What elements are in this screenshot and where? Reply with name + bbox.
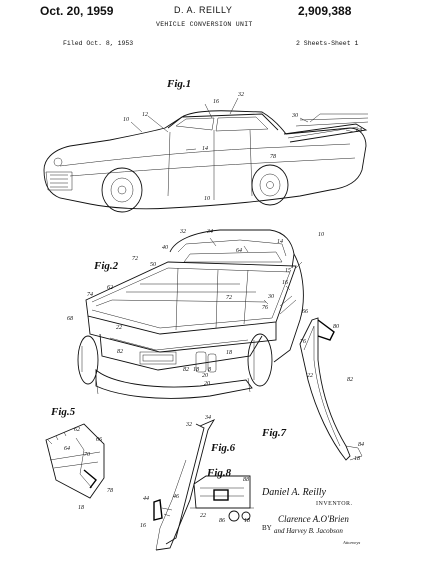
fig1-ref: 12 [142, 112, 148, 118]
fig5-detail [45, 423, 105, 499]
by-label: BY [262, 524, 272, 532]
filed-date: Filed Oct. 8, 1953 [63, 40, 134, 47]
fig7-ref: 18 [354, 456, 360, 462]
fig5-ref: 18 [78, 505, 84, 511]
fig2-ref: 32 [180, 229, 186, 235]
attorneys-label: Attorneys [343, 540, 361, 545]
fig1-ref: 16 [213, 99, 219, 105]
fig1-ref: 78 [270, 154, 276, 160]
fig5-ref: 70 [84, 452, 90, 458]
fig2-ref: 18 [226, 350, 232, 356]
fig2-ref: 18 [193, 367, 199, 373]
fig8-detail [190, 475, 254, 522]
fig8-ref: 86 [219, 518, 225, 524]
fig1-ref: 14 [202, 146, 208, 152]
fig2-ref: 72 [226, 295, 232, 301]
patent-number: 2,909,388 [298, 4, 352, 18]
fig2-ref: 15 [285, 268, 291, 274]
fig2-ref: 50 [150, 262, 156, 268]
fig8-label: Fig.8 [207, 467, 232, 479]
fig2-ref: 72 [132, 256, 138, 262]
fig2-ref: 22 [116, 325, 122, 331]
fig7-ref: 84 [358, 442, 364, 448]
fig2-rear-drawing [77, 229, 304, 399]
fig2-ref: 8 [208, 367, 211, 373]
fig6-ref: 44 [143, 496, 149, 502]
fig1-car-drawing [43, 97, 369, 213]
fig2-ref: 74 [87, 292, 93, 298]
fig5-label: Fig.5 [51, 406, 76, 418]
fig1-ref: 30 [292, 113, 298, 119]
fig5-ref: 64 [64, 446, 70, 452]
fig7-label: Fig.7 [262, 427, 287, 439]
patent-title: VEHICLE CONVERSION UNIT [156, 21, 253, 28]
fig8-ref: 18 [244, 518, 250, 524]
fig7-detail [299, 317, 363, 461]
fig2-ref: 34 [207, 229, 213, 235]
fig7-ref: 76 [300, 339, 306, 345]
sheet-count: 2 Sheets-Sheet 1 [296, 40, 359, 47]
fig8-ref: 88 [243, 477, 249, 483]
fig2-ref: 16 [282, 280, 288, 286]
inventor-role: INVENTOR. [316, 501, 353, 507]
fig1-label: Fig.1 [167, 78, 192, 90]
fig8-ref: 22 [200, 513, 206, 519]
fig2-ref: 68 [67, 316, 73, 322]
fig7-ref: 66 [302, 309, 308, 315]
fig2-label: Fig.2 [94, 260, 119, 272]
fig2-ref: 82 [117, 349, 123, 355]
fig2-ref: 20 [204, 381, 210, 387]
fig2-ref: 40 [162, 245, 168, 251]
attorney-signature-1: Clarence A.O'Brien [278, 514, 349, 524]
fig6-ref: 32 [186, 422, 192, 428]
fig6-detail [153, 419, 216, 551]
fig1-ref: 68 [356, 128, 362, 134]
fig7-ref: 22 [307, 373, 313, 379]
fig1-ref: 10 [204, 196, 210, 202]
fig5-ref: 66 [96, 437, 102, 443]
fig2-ref: 10 [318, 232, 324, 238]
fig7-ref: 82 [347, 377, 353, 383]
fig2-ref: 62 [107, 285, 113, 291]
fig2-ref: 30 [268, 294, 274, 300]
fig2-ref: 64 [236, 248, 242, 254]
fig7-ref: 80 [333, 324, 339, 330]
attorney-signature-2: and Harvey B. Jacobson [274, 527, 343, 535]
fig6-ref: 16 [140, 523, 146, 529]
fig6-label: Fig.6 [211, 442, 236, 454]
fig6-ref: 46 [173, 494, 179, 500]
fig6-ref: 34 [205, 415, 211, 421]
fig1-ref: 32 [238, 92, 244, 98]
inventor-name: Daniel A. Reilly [262, 487, 326, 498]
fig1-ref: 10 [123, 117, 129, 123]
inventor-header: D. A. REILLY [174, 5, 233, 15]
fig2-ref: 76 [262, 305, 268, 311]
fig5-ref: 78 [107, 488, 113, 494]
fig2-ref: 20 [202, 373, 208, 379]
fig2-ref: 82 [183, 367, 189, 373]
patent-date: Oct. 20, 1959 [40, 4, 114, 18]
fig2-ref: 14 [277, 239, 283, 245]
fig5-ref: 62 [74, 427, 80, 433]
